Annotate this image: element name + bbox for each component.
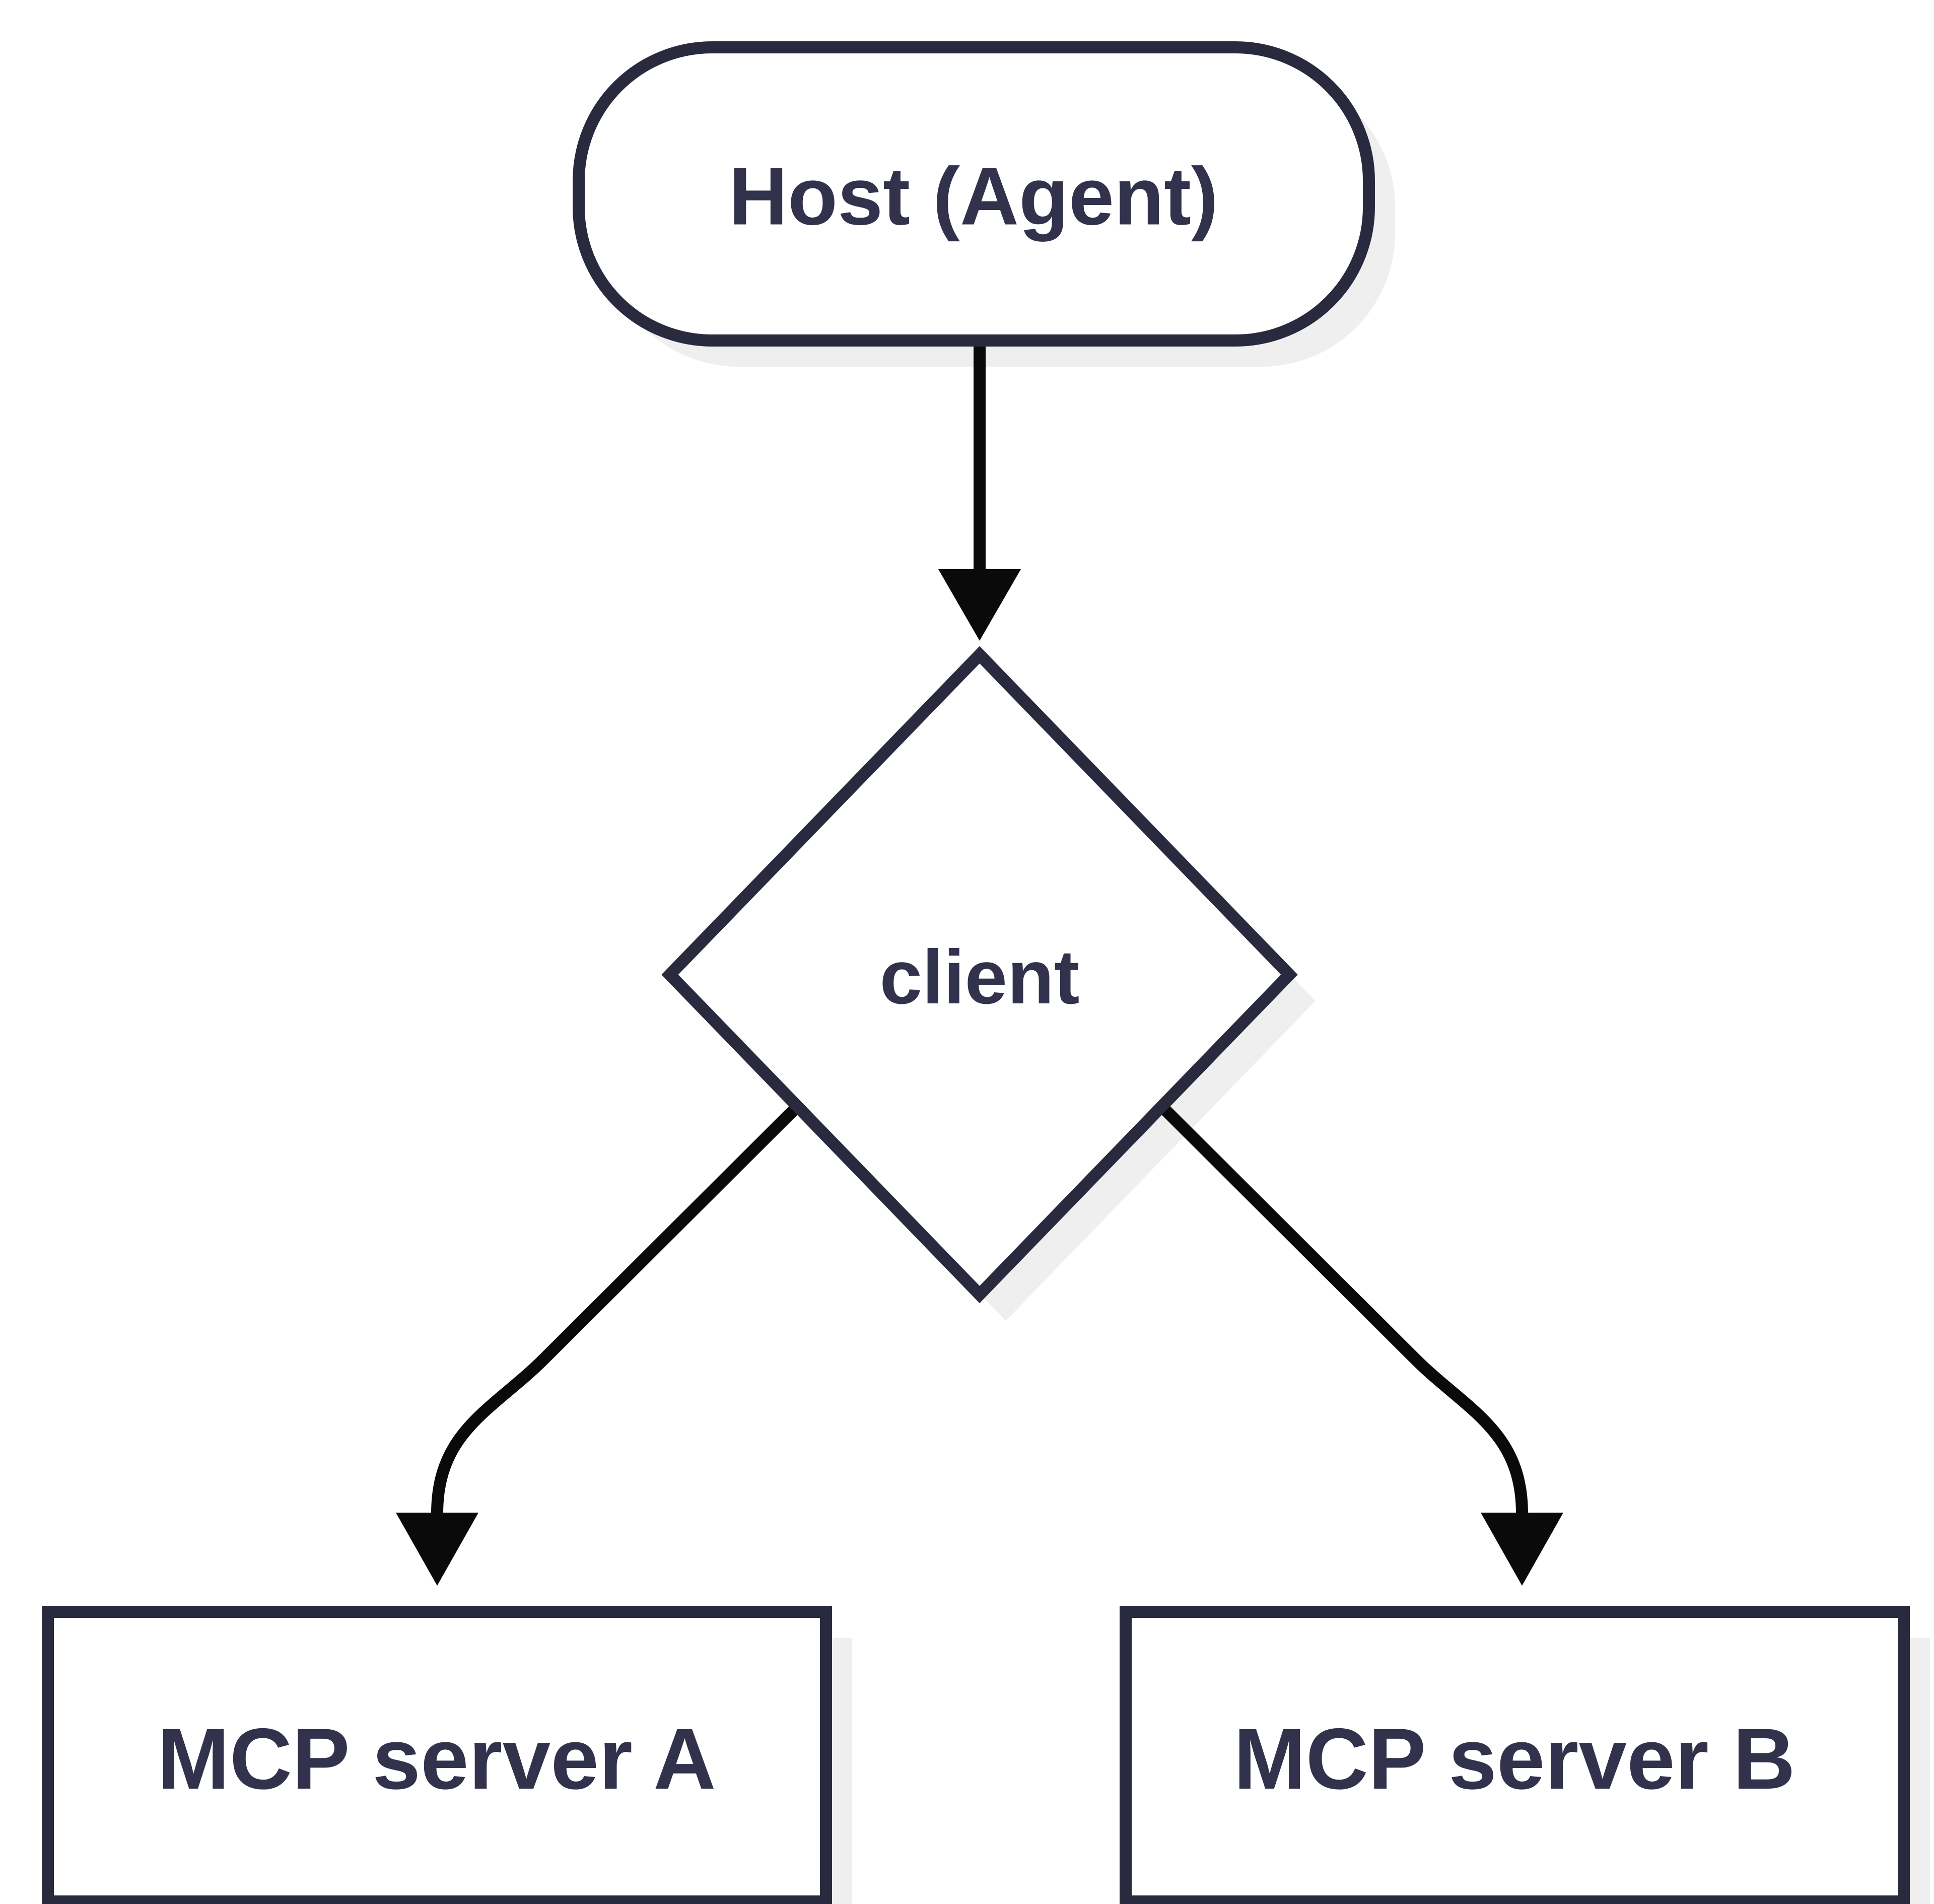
node-mcp-server-b: MCP server B [1120, 1606, 1910, 1904]
client-node-shape [661, 646, 1298, 1304]
node-mcp-server-a: MCP server A [42, 1606, 832, 1904]
edge-host-to-client-arrowhead-icon [938, 569, 1021, 641]
edge-layer [396, 337, 1563, 1586]
node-host: Host (Agent) [573, 41, 1375, 347]
edge-client-to-server-b-arrowhead-icon [1481, 1513, 1563, 1586]
node-client: client [661, 646, 1298, 1304]
node-layer: Host (Agent) client MCP server A MCP ser… [42, 41, 1910, 1904]
server-b-node-shape [1120, 1606, 1910, 1904]
host-node-shape [573, 41, 1375, 347]
server-b-node-label: MCP server B [1233, 1711, 1795, 1807]
edge-client-to-server-a-arrowhead-icon [396, 1513, 478, 1586]
host-node-label: Host (Agent) [729, 151, 1218, 242]
server-a-node-shape [42, 1606, 832, 1904]
server-a-node-label: MCP server A [157, 1711, 716, 1807]
edge-client-to-server-b-line [1129, 1073, 1528, 1514]
edge-client-to-server-a-line [431, 1073, 831, 1514]
client-node-label: client [880, 934, 1080, 1020]
